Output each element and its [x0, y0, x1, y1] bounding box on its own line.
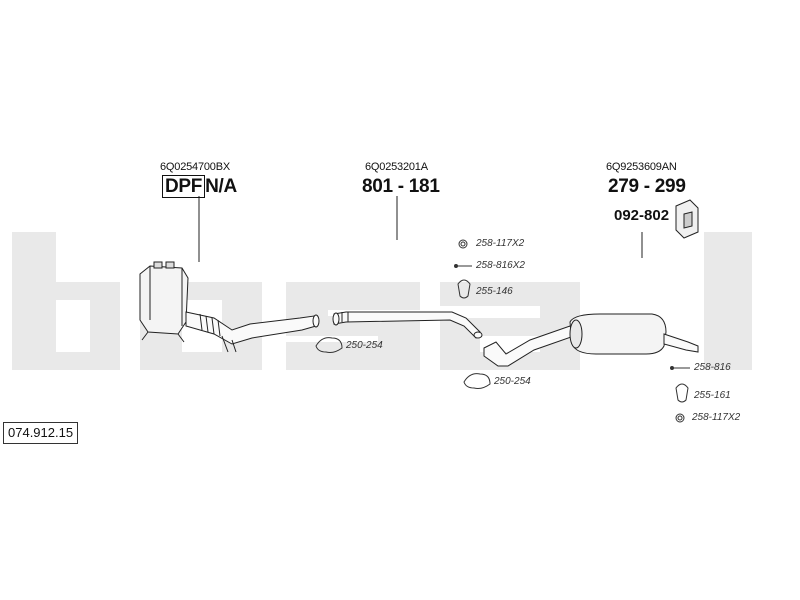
watermark-letter-b — [12, 232, 120, 370]
front-pipe — [185, 311, 320, 353]
watermark-letter-l — [704, 232, 752, 370]
middle-pipe — [332, 311, 483, 339]
hanger-icon — [457, 279, 471, 299]
ring-icon — [458, 239, 468, 249]
hanger-icon — [675, 383, 689, 403]
dpf-unit — [139, 261, 189, 343]
oe-number-front: 6Q0254700BX — [160, 161, 230, 173]
part-icons — [315, 239, 690, 423]
dpf-label: DPF — [162, 175, 206, 198]
part-label: 258-117X2 — [692, 412, 741, 423]
part-label: 250-254 — [494, 376, 531, 387]
mounting-kit-icon — [675, 199, 699, 239]
part-label: 255-161 — [694, 390, 731, 401]
accessory-label: 092-802 — [614, 207, 670, 224]
oe-number-rear: 6Q9253609AN — [606, 161, 677, 173]
clamp-icon — [463, 373, 491, 389]
part-label: 258-816 — [694, 362, 731, 373]
rear-main-label: 279 - 299 — [608, 176, 686, 197]
oe-number-middle: 6Q0253201A — [365, 161, 428, 173]
part-label: 258-816X2 — [476, 260, 525, 271]
ring-icon — [675, 413, 685, 423]
watermark-letter-a — [440, 282, 580, 370]
watermark-letter-s — [286, 282, 420, 370]
catalog-number: 074.912.15 — [3, 422, 79, 444]
rear-silencer — [483, 313, 699, 367]
front-main-label: N/A — [205, 176, 237, 197]
middle-main-label: 801 - 181 — [362, 176, 440, 197]
clamp-icon — [315, 337, 343, 353]
part-label: 258-117X2 — [476, 238, 525, 249]
part-label: 250-254 — [346, 340, 383, 351]
part-label: 255-146 — [476, 286, 513, 297]
